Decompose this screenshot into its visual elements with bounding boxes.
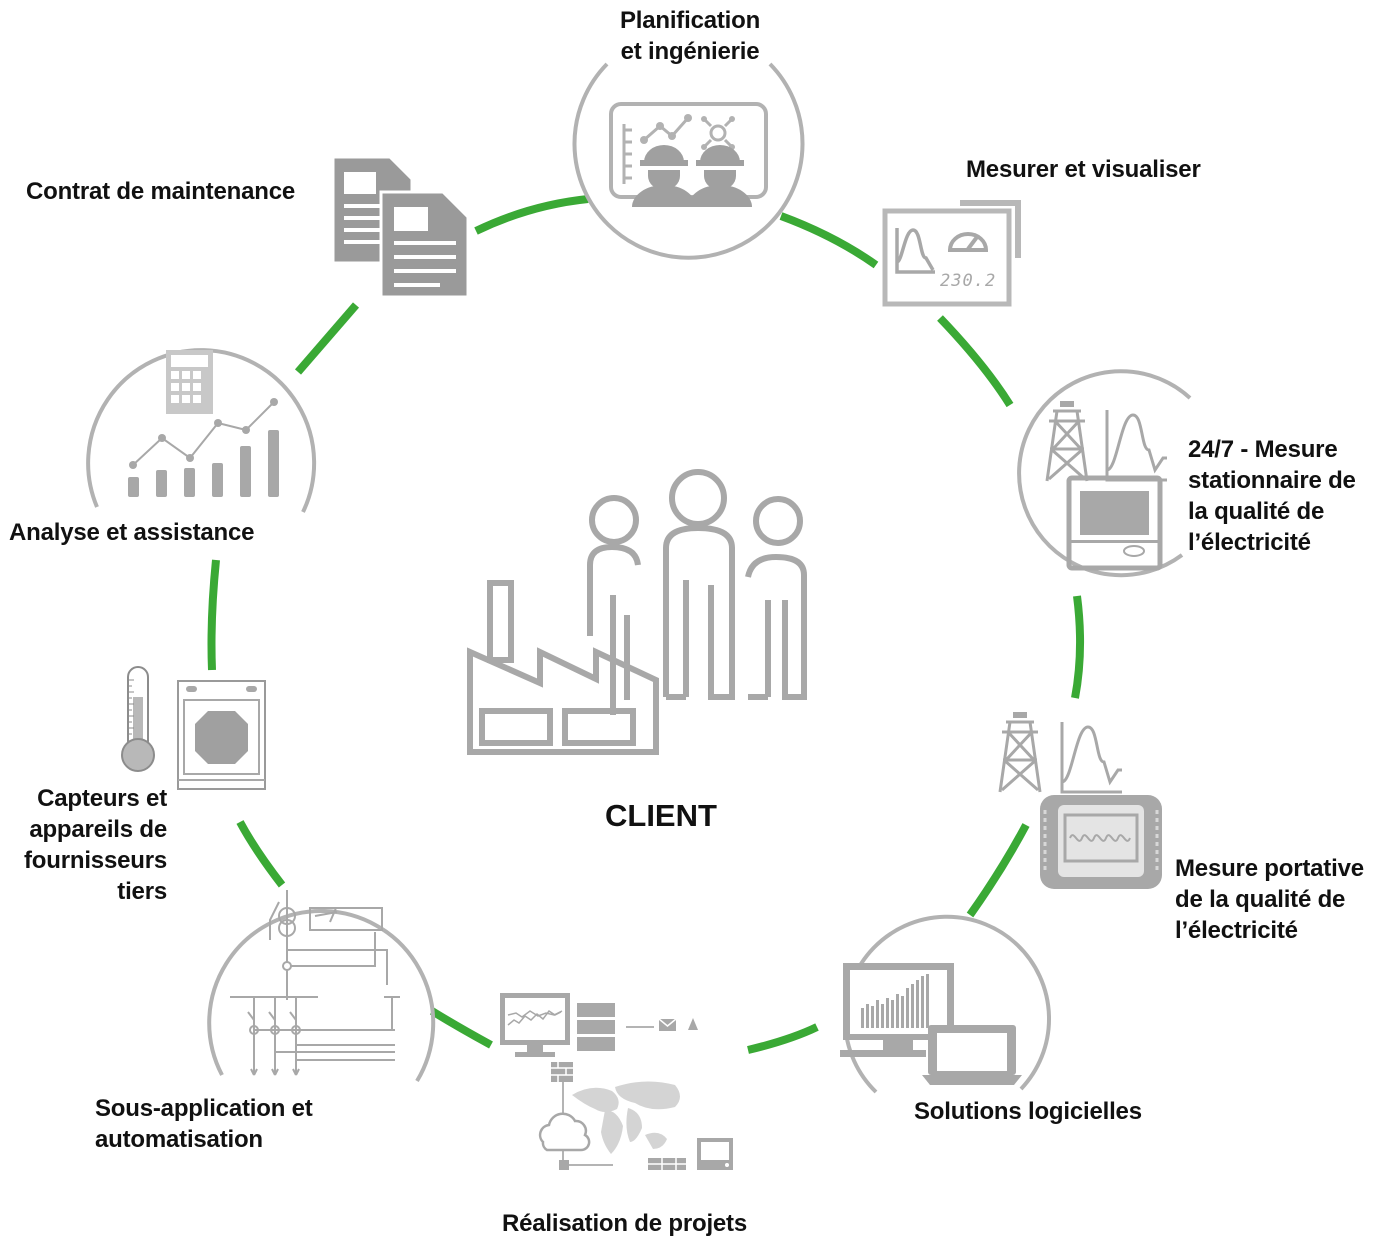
node-label-planning: Planification et ingénierie — [619, 7, 761, 65]
software-screens-icon — [840, 963, 1022, 1085]
node-label-maintenance-contract: Contrat de maintenance — [26, 178, 295, 205]
engineers-board-icon — [609, 102, 768, 207]
factory-and-people-icon — [467, 469, 807, 755]
ring-segment-bottom-left — [429, 1007, 493, 1049]
ring-segment-left — [207, 559, 220, 671]
ring-segment-bottom-right — [747, 1023, 819, 1054]
node-label-software-solutions: Solutions logicielles — [914, 1098, 1142, 1125]
contract-documents-icon — [331, 155, 470, 299]
substation-diagram-icon — [230, 890, 400, 1076]
analysis-chart-icon — [128, 350, 279, 497]
node-label-project-realisation: Réalisation de projets — [502, 1210, 747, 1236]
node-label-measure-visualize: Mesurer et visualiser — [966, 156, 1201, 183]
ring-segment-left-upper — [294, 302, 360, 375]
ring-segment-right-upper — [937, 315, 1014, 408]
node-label-substation-automation: Sous-application et automatisation — [95, 1095, 313, 1153]
network-project-icon — [500, 993, 733, 1170]
ring-segment-right-lower — [966, 823, 1030, 918]
center-label-client: CLIENT — [605, 798, 717, 833]
stationary-analyzer-icon — [1045, 399, 1169, 571]
node-label-stationary-measurement: 24/7 - Mesure stationnaire de la qualité… — [1188, 436, 1356, 556]
circle-planning — [572, 62, 805, 260]
node-label-portable-measurement: Mesure portative de la qualité de l’élec… — [1175, 855, 1364, 944]
circle-stationary — [1017, 369, 1192, 578]
meter-display-icon — [882, 200, 1021, 307]
portable-analyzer-icon — [998, 710, 1162, 889]
circle-substation — [207, 908, 436, 1083]
ring-segment-top-right — [779, 212, 879, 269]
ring-segment-top-left — [474, 195, 589, 235]
node-label-third-party-sensors: Capteurs et appareils de fournisseurs ti… — [24, 785, 167, 905]
sensors-icon — [121, 666, 266, 790]
node-label-analysis-assistance: Analyse et assistance — [9, 519, 255, 546]
meter-readout: 230.2 — [940, 271, 997, 291]
ring-segment-left-lower — [236, 820, 286, 888]
ring-segment-right — [1071, 595, 1085, 699]
cycle-ring — [207, 195, 1085, 1054]
